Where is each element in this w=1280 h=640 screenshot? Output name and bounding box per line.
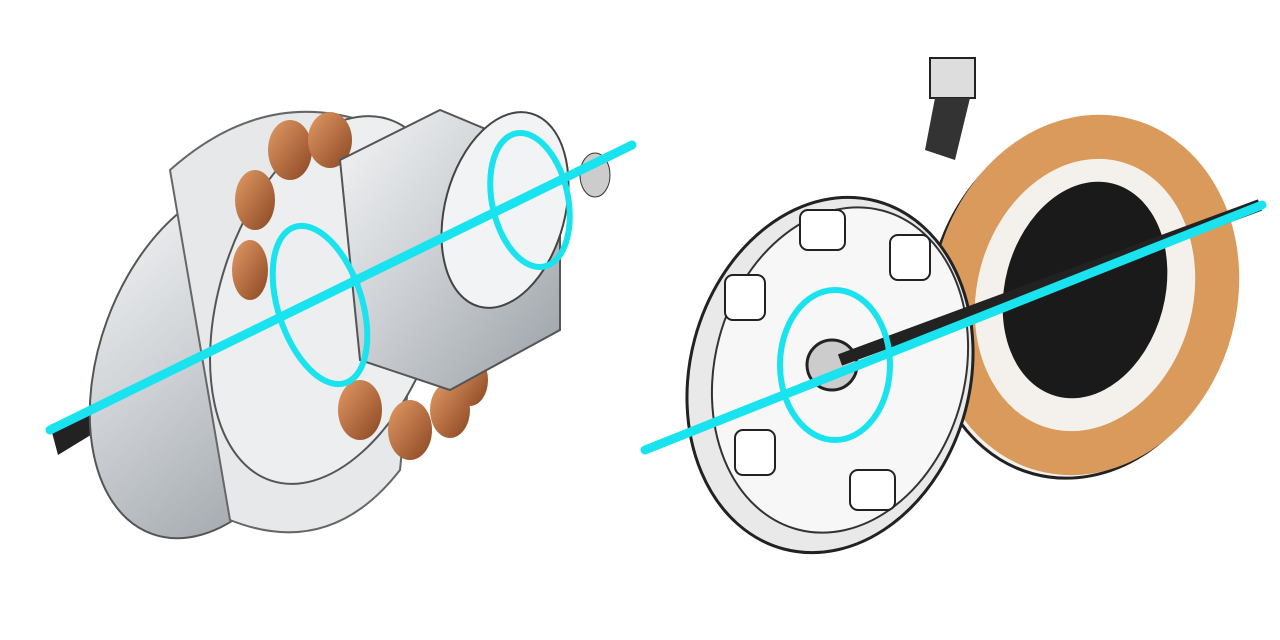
highlight-ring bbox=[487, 130, 573, 270]
stator-coils bbox=[930, 114, 1240, 476]
left-motor bbox=[45, 108, 637, 540]
bolt bbox=[925, 57, 976, 160]
axis-highlight-left bbox=[45, 140, 637, 435]
highlight-ring bbox=[269, 222, 371, 388]
highlight-ring bbox=[777, 287, 893, 443]
right-hub-motor bbox=[640, 57, 1267, 555]
stator-core bbox=[1002, 181, 1168, 399]
axis-highlight-right bbox=[640, 200, 1267, 455]
wheel-cutouts bbox=[724, 209, 931, 511]
